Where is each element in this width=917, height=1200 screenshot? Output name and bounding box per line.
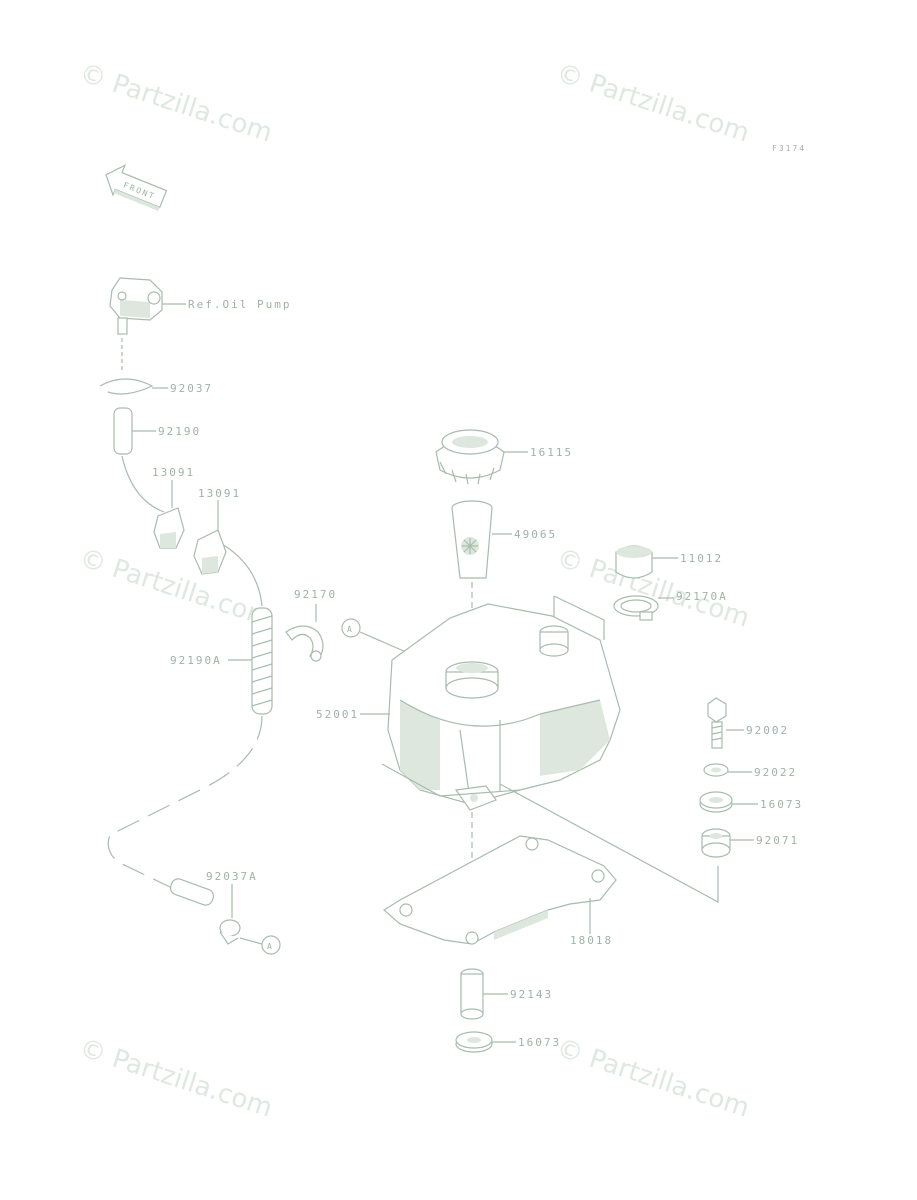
watermark: © Partzilla.com	[553, 1033, 753, 1124]
grommet-icon	[699, 791, 758, 813]
clip-icon	[193, 500, 227, 575]
grommet-icon	[455, 1031, 516, 1053]
callout-16073-a: 16073	[760, 798, 803, 811]
callout-52001: 52001	[316, 708, 359, 721]
figure-code: F3174	[772, 144, 806, 153]
clamp-icon	[285, 604, 324, 662]
svg-text:A: A	[347, 625, 354, 634]
clamp-icon	[99, 338, 168, 395]
filter-icon	[451, 500, 512, 579]
bracket-icon	[382, 835, 617, 945]
callout-92170a: 92170A	[676, 590, 728, 603]
callout-49065: 49065	[514, 528, 557, 541]
callout-92037a: 92037A	[206, 870, 258, 883]
watermark: © Partzilla.com	[76, 58, 276, 149]
tank-cap-icon	[435, 429, 528, 485]
watermark: © Partzilla.com	[553, 58, 753, 149]
collar-icon	[460, 968, 508, 1020]
plug-cap-icon	[615, 545, 678, 579]
callout-16115: 16115	[530, 446, 573, 459]
callout-92190: 92190	[158, 425, 201, 438]
callout-92037: 92037	[170, 382, 213, 395]
hose-end-icon	[169, 878, 215, 906]
coiled-hose-icon	[228, 607, 273, 715]
bolt-icon	[707, 697, 744, 749]
callout-92071: 92071	[756, 834, 799, 847]
svg-text:A: A	[267, 942, 274, 951]
watermark: © Partzilla.com	[76, 543, 276, 634]
hose-icon	[113, 407, 156, 455]
callout-ref-oil-pump: Ref.Oil Pump	[188, 298, 291, 311]
ref-marker-a: A	[239, 935, 281, 955]
clamp-icon	[219, 884, 241, 945]
callout-16073-b: 16073	[518, 1036, 561, 1049]
callout-92190a: 92190A	[170, 654, 222, 667]
clip-icon	[153, 480, 185, 549]
callout-18018: 18018	[570, 934, 613, 947]
washer-icon	[703, 763, 752, 777]
front-arrow-icon: FRONT	[105, 163, 168, 212]
clamp-icon	[613, 595, 674, 621]
callout-13091-a: 13091	[152, 466, 195, 479]
callout-92002: 92002	[746, 724, 789, 737]
callout-13091-b: 13091	[198, 487, 241, 500]
oil-tank-icon	[360, 603, 621, 811]
callout-92143: 92143	[510, 988, 553, 1001]
watermarks: © Partzilla.com © Partzilla.com © Partzi…	[76, 58, 753, 1124]
watermark: © Partzilla.com	[76, 1033, 276, 1124]
callout-11012: 11012	[680, 552, 723, 565]
oil-pump-icon	[109, 277, 186, 335]
callout-92022: 92022	[754, 766, 797, 779]
callout-92170: 92170	[294, 588, 337, 601]
collar-icon	[701, 828, 754, 858]
